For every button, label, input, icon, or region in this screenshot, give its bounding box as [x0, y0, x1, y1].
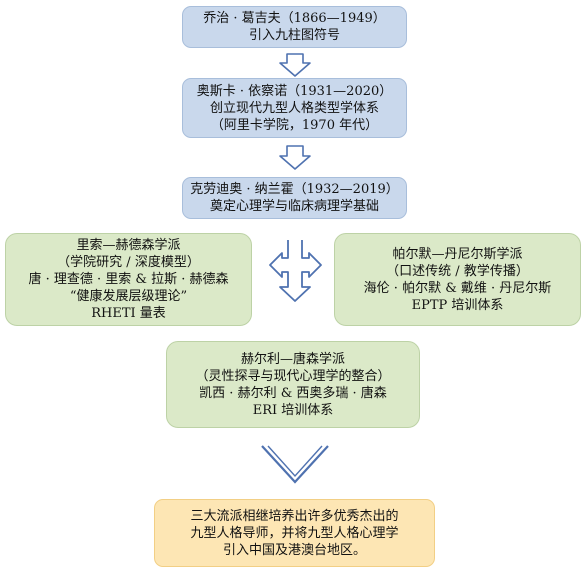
node-text: 里索—赫德森学派	[76, 238, 181, 253]
split-arrow-icon	[269, 240, 322, 302]
node-text: 引入九柱图符号	[248, 28, 340, 43]
node-text: 引入中国及港澳台地区。	[222, 542, 366, 558]
node-text: 九型人格导师，并将九型人格心理学	[190, 525, 399, 541]
node-ichazo: 奥斯卡 · 依察诺（1931—2020） 创立现代九型人格类型学体系 （阿里卡学…	[182, 78, 407, 138]
node-text: 奥斯卡 · 依察诺（1931—2020）	[196, 83, 393, 99]
down-arrow-icon	[279, 53, 311, 77]
node-text: 帕尔默—丹尼尔斯学派	[392, 246, 523, 262]
node-gurdjieff: 乔治 · 葛吉夫（1866—1949） 引入九柱图符号	[182, 6, 407, 48]
node-text: “健康发展层级理论”	[69, 289, 188, 304]
node-text: 乔治 · 葛吉夫（1866—1949）	[203, 11, 386, 26]
node-hurley-dobson: 赫尔利—唐森学派 （灵性探寻与现代心理学的整合） 凯西 · 赫尔利 & 西奥多瑞…	[166, 341, 420, 428]
node-text: （学院研究 / 深度模型）	[57, 255, 200, 270]
node-text: EPTP 培训体系	[411, 297, 504, 313]
node-text: 赫尔利—唐森学派	[240, 351, 345, 367]
node-text: 创立现代九型人格类型学体系	[209, 100, 379, 116]
node-riso-hudson: 里索—赫德森学派 （学院研究 / 深度模型） 唐 · 理查德 · 里索 & 拉斯…	[5, 233, 252, 326]
node-text: 凯西 · 赫尔利 & 西奥多瑞 · 唐森	[199, 385, 387, 401]
node-text: （口述传统 / 教学传播）	[386, 263, 529, 279]
node-text: 唐 · 理查德 · 里索 & 拉斯 · 赫德森	[28, 272, 229, 287]
node-naranjo: 克劳迪奥 · 纳兰霍（1932—2019） 奠定心理学与临床病理学基础	[182, 177, 407, 219]
node-text: 克劳迪奥 · 纳兰霍（1932—2019）	[190, 182, 399, 197]
chevron-down-icon	[261, 445, 329, 484]
node-text: ERI 培训体系	[252, 402, 334, 418]
node-text: RHETI 量表	[91, 306, 166, 321]
chevron-down-icon	[267, 445, 323, 478]
node-conclusion: 三大流派相继培养出许多优秀杰出的 九型人格导师，并将九型人格心理学 引入中国及港…	[154, 499, 435, 567]
node-text: 三大流派相继培养出许多优秀杰出的	[190, 508, 399, 524]
node-text: （阿里卡学院，1970 年代）	[210, 117, 379, 133]
node-text: 海伦 · 帕尔默 & 戴维 · 丹尼尔斯	[363, 280, 552, 296]
node-text: （灵性探寻与现代心理学的整合）	[195, 368, 391, 384]
node-palmer-daniels: 帕尔默—丹尼尔斯学派 （口述传统 / 教学传播） 海伦 · 帕尔默 & 戴维 ·…	[334, 233, 581, 326]
down-arrow-icon	[279, 145, 311, 170]
node-text: 奠定心理学与临床病理学基础	[209, 199, 379, 214]
